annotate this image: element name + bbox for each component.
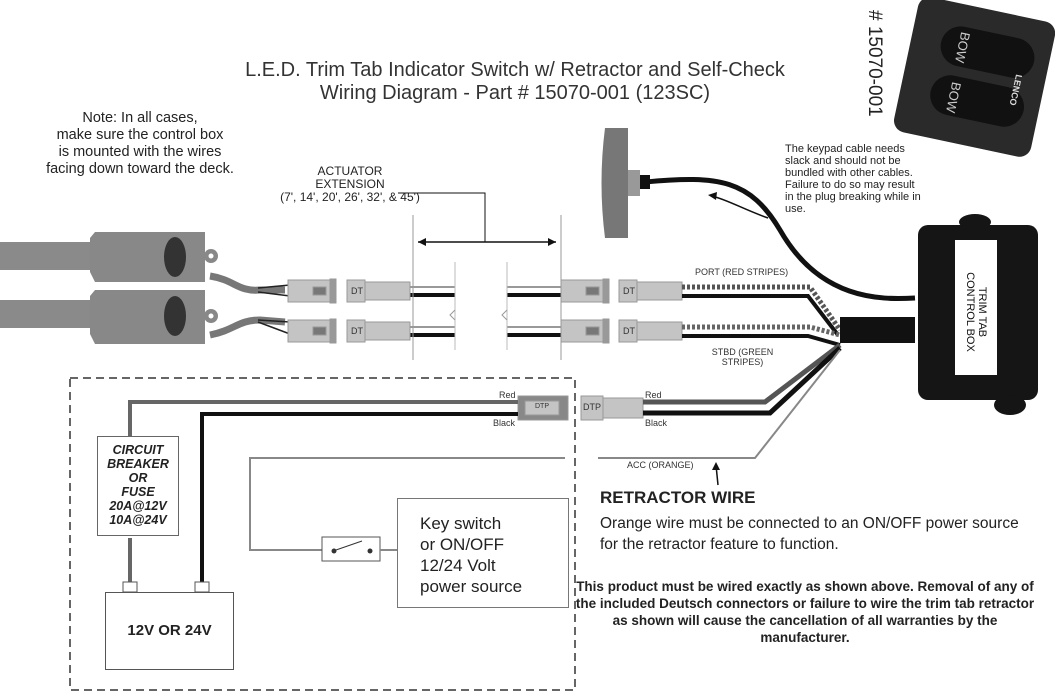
cb-line: BREAKER bbox=[107, 457, 169, 471]
acc-wire-label: ACC (ORANGE) bbox=[627, 460, 694, 470]
dt-label: DT bbox=[623, 286, 635, 296]
black-label: Black bbox=[645, 418, 668, 428]
actuator-port bbox=[0, 232, 291, 297]
kn-line: bundled with other cables. bbox=[785, 167, 913, 179]
cb-line: CIRCUIT bbox=[112, 443, 164, 457]
keypad-part-number: # 15070-001 bbox=[864, 10, 885, 117]
kn-line: The keypad cable needs bbox=[785, 143, 905, 155]
power-section bbox=[69, 192, 769, 691]
circuit-breaker: CIRCUIT BREAKER OR FUSE 20A@12V 10A@24V bbox=[97, 436, 179, 536]
diagram-subtitle: Wiring Diagram - Part # 15070-001 (123SC… bbox=[319, 82, 711, 104]
dtp-label: DTP bbox=[583, 402, 601, 412]
ks-line: or ON/OFF bbox=[420, 535, 505, 554]
red-label: Red bbox=[499, 390, 516, 400]
extension-cables bbox=[398, 192, 562, 360]
battery: 12V OR 24V bbox=[105, 592, 234, 670]
ks-line: 12/24 Volt bbox=[420, 556, 496, 575]
key-switch-box: Key switch or ON/OFF 12/24 Volt power so… bbox=[397, 498, 569, 608]
kn-line: use. bbox=[785, 203, 806, 215]
control-box-label: TRIM TAB CONTROL BOX bbox=[964, 272, 988, 352]
stbd-wire-label: STBD (GREEN STRIPES) bbox=[705, 347, 780, 367]
note-line: make sure the control box bbox=[56, 127, 224, 143]
diagram-title: L.E.D. Trim Tab Indicator Switch w/ Retr… bbox=[245, 59, 785, 81]
dt-label: DT bbox=[351, 326, 363, 336]
stbd-line1: STBD (GREEN bbox=[711, 347, 774, 357]
harness bbox=[598, 176, 916, 459]
cb-line: 10A@24V bbox=[109, 513, 167, 527]
actuator-stbd bbox=[0, 290, 291, 344]
kn-line: in the plug breaking while in bbox=[785, 191, 921, 203]
ext-line3: (7', 14', 20', 26', 32', & 45') bbox=[280, 190, 420, 204]
ks-line: power source bbox=[420, 577, 523, 596]
port-wire-label: PORT (RED STRIPES) bbox=[695, 267, 789, 277]
dt-label: DT bbox=[351, 286, 363, 296]
keypad-plug bbox=[601, 128, 650, 238]
warranty-warning: This product must be wired exactly as sh… bbox=[575, 579, 1035, 645]
retractor-body: Orange wire must be connected to an ON/O… bbox=[600, 515, 1019, 553]
dtp-label: DTP bbox=[535, 403, 549, 410]
cb-line: FUSE bbox=[121, 485, 155, 499]
red-label: Red bbox=[645, 390, 662, 400]
keypad-cable-note: The keypad cable needs slack and should … bbox=[785, 143, 970, 215]
black-label: Black bbox=[493, 418, 516, 428]
keypad bbox=[894, 0, 1055, 157]
stbd-line2: STRIPES) bbox=[721, 357, 764, 367]
kn-line: Failure to do so may result bbox=[785, 179, 915, 191]
ext-line1: ACTUATOR bbox=[317, 164, 383, 178]
ks-line: Key switch bbox=[420, 514, 502, 533]
actuator-extension-label: ACTUATOR EXTENSION (7', 14', 20', 26', 3… bbox=[255, 165, 445, 204]
note-line: Note: In all cases, bbox=[82, 110, 198, 126]
kn-line: slack and should not be bbox=[785, 155, 901, 167]
dt-label: DT bbox=[623, 326, 635, 336]
note-line: is mounted with the wires bbox=[58, 144, 222, 160]
cb-line: 20A@12V bbox=[109, 499, 167, 513]
mounting-note: Note: In all cases, make sure the contro… bbox=[20, 110, 260, 178]
connectors bbox=[287, 278, 683, 421]
ext-line2: EXTENSION bbox=[315, 177, 385, 191]
note-line: facing down toward the deck. bbox=[46, 161, 234, 177]
retractor-heading: RETRACTOR WIRE bbox=[600, 488, 756, 507]
cb-line: OR bbox=[128, 471, 148, 485]
control-box bbox=[918, 214, 1038, 415]
